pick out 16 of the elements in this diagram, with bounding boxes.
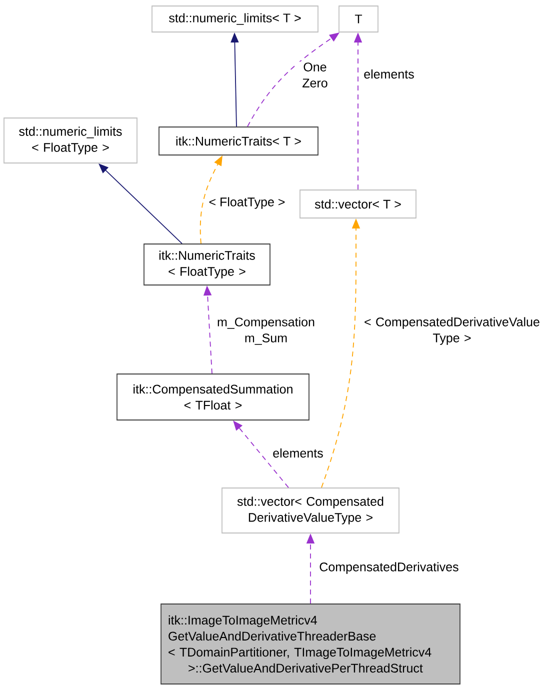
edge-label: < FloatType > — [208, 196, 286, 210]
class-box: itk::ImageToImageMetricv4 GetValueAndDerivativeThreaderBase < TDomainPartitioner, TImageToImageMetricv4 >::GetValueAndDerivativePerThreadStruct — [160, 604, 460, 684]
edge-label: One Zero — [296, 62, 334, 88]
class-box: std::numeric_limits< T > — [152, 6, 318, 32]
edge-label: < CompensatedDerivativeValue Type > — [358, 316, 546, 346]
edge-label: CompensatedDerivatives — [318, 561, 460, 575]
class-box: T — [338, 6, 378, 32]
edge-label: m_Compensation m_Sum — [211, 316, 321, 346]
class-box: itk::NumericTraits< T > — [158, 126, 318, 156]
edge-label: elements — [272, 447, 324, 459]
class-box: itk::CompensatedSummation < TFloat > — [116, 374, 310, 420]
class-box: std::numeric_limits < FloatType > — [4, 118, 138, 164]
edge-label: elements — [362, 68, 416, 80]
class-box: std::vector< T > — [300, 190, 416, 218]
class-box: itk::NumericTraits < FloatType > — [144, 244, 270, 286]
class-box: std::vector< Compensated DerivativeValueType > — [222, 488, 400, 534]
